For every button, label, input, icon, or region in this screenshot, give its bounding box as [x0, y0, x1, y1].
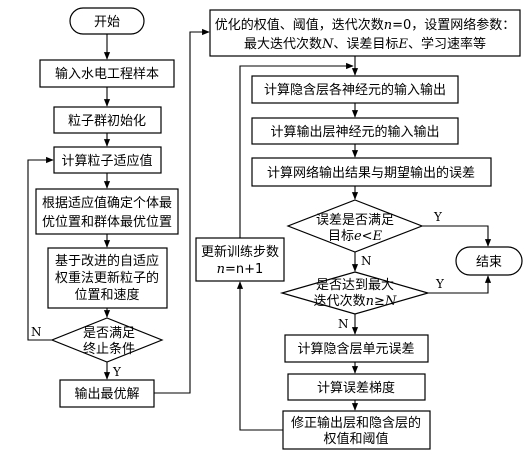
arrow-correct-to-update-step	[236, 281, 283, 431]
update-particles-label-1: 基于改进的自适应	[55, 253, 159, 269]
error-decision-label-1: 误差是否满足	[316, 213, 394, 228]
update-particles-label-2: 权重法更新粒子的	[55, 270, 159, 286]
net-error-label: 计算网络输出结果与期望输出的误差	[267, 165, 475, 181]
arrow-iter-yes-to-end	[428, 275, 492, 294]
iteration-label-1: 是否达到最大	[316, 278, 394, 293]
terminate-no-label: N	[31, 325, 42, 339]
hidden-io-label: 计算隐含层各神经元的输入输出	[264, 82, 446, 98]
best-position-label-1: 根据适应值确定个体最	[42, 195, 172, 211]
best-position-label-2: 优位置和群体最优位置	[42, 215, 172, 230]
input-samples-label: 输入水电工程样本	[55, 66, 159, 82]
bp-params-box	[209, 9, 521, 57]
update-step-label-2: n=n+1	[217, 262, 264, 277]
init-swarm-label: 粒子群初始化	[68, 114, 146, 129]
correct-weights-box	[282, 410, 431, 450]
arrow-error-yes-to-end	[422, 225, 492, 247]
iteration-yes-label: Y	[435, 277, 445, 291]
error-decision-label-2: 目标e<E	[328, 229, 383, 244]
iteration-no-label: N	[338, 317, 349, 331]
calc-fitness-box	[53, 146, 162, 174]
end-terminator	[455, 246, 523, 276]
hidden-error-box	[284, 334, 429, 363]
hidden-error-label: 计算隐含层单元误差	[297, 341, 414, 357]
error-gradient-box	[287, 373, 426, 401]
arrow-output-to-bp	[154, 28, 210, 394]
input-samples-box	[39, 59, 175, 88]
net-error-box	[251, 157, 492, 187]
update-step-label-1: 更新训练步数	[201, 244, 279, 260]
terminate-yes-label: Y	[112, 365, 122, 379]
error-no-label: N	[361, 254, 372, 268]
update-particles-label-3: 位置和速度	[74, 287, 139, 303]
bp-params-label-1: 优化的权值、阈值，迭代次数n=0，设置网络参数：	[215, 17, 516, 33]
error-gradient-label: 计算误差梯度	[317, 380, 395, 396]
error-yes-label: Y	[433, 210, 443, 224]
update-step-box	[195, 237, 285, 282]
arrow-update-step-loop	[239, 62, 354, 238]
output-io-box	[251, 117, 459, 145]
hidden-io-box	[251, 75, 459, 104]
correct-weights-label-1: 修正输出层和隐含层的	[291, 415, 421, 431]
update-particles-box	[47, 247, 168, 309]
output-best-label: 输出最优解	[74, 386, 139, 402]
bp-params-label-2: 最大迭代次数N、误差目标E、学习速率等	[244, 36, 486, 52]
end-label: 结束	[476, 255, 502, 270]
arrow-terminate-no-loop	[27, 156, 54, 341]
output-io-label: 计算输出层神经元的输入输出	[270, 124, 439, 140]
correct-weights-label-2: 权值和阈值	[323, 431, 388, 447]
iteration-label-2: 迭代次数n≥N	[314, 293, 397, 309]
calc-fitness-label: 计算粒子适应值	[61, 153, 152, 169]
terminate-label-2: 终止条件	[83, 341, 135, 357]
terminate-label-1: 是否满足	[83, 326, 135, 341]
start-label: 开始	[94, 15, 120, 30]
best-position-box	[35, 188, 179, 235]
